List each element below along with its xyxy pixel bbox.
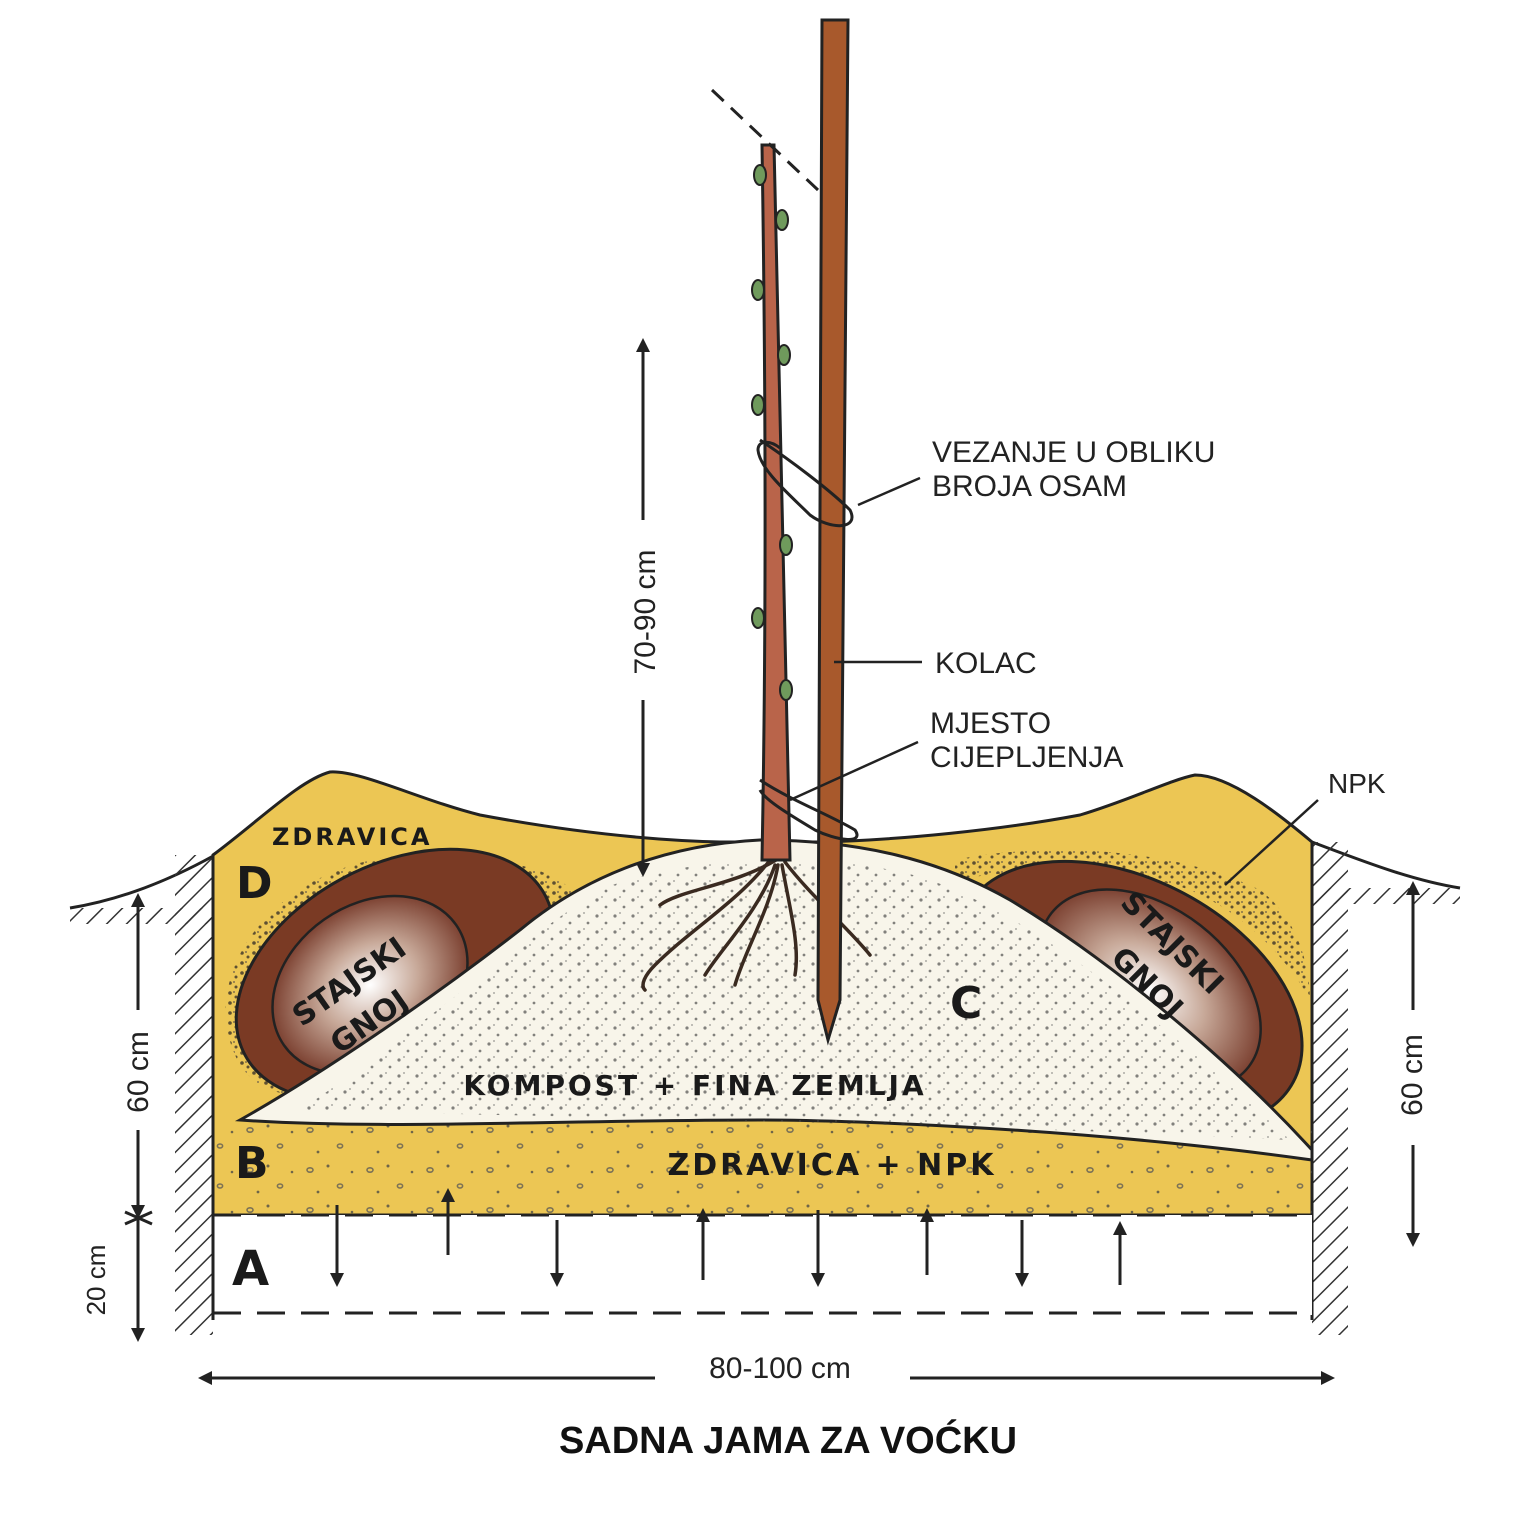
graft-label-line1: MJESTO [930, 707, 1051, 740]
leader-lines [789, 476, 1319, 886]
loosening-arrows [330, 1188, 1127, 1287]
dimension-bottom-layer [124, 1210, 153, 1342]
layer-a-zone [211, 1213, 1312, 1320]
dimension-bottom-layer-label: 20 cm [81, 1245, 111, 1316]
left-pit-wall [175, 855, 213, 1335]
tying-label-line2: BROJA OSAM [932, 470, 1127, 503]
diagram-title: SADNA JAMA ZA VOĆKU [559, 1418, 1017, 1462]
layer-a-label: A [232, 1241, 269, 1297]
compost-label: KOMPOST + FINA ZEMLJA [463, 1069, 926, 1102]
dimension-width-label: 80-100 cm [709, 1352, 851, 1385]
bottom-fill-label: ZDRAVICA + NPK [668, 1148, 997, 1183]
tying-label-line1: VEZANJE U OBLIKU [932, 436, 1215, 469]
dimension-height-label: 70-90 cm [629, 549, 662, 674]
dimension-depth-left-label: 60 cm [122, 1031, 155, 1113]
seedling-trunk [760, 143, 792, 862]
graft-label-line2: CIJEPLJENJA [930, 741, 1123, 774]
right-pit-wall [1312, 842, 1348, 1335]
dimension-depth-right-label: 60 cm [1396, 1034, 1429, 1116]
npk-label: NPK [1328, 768, 1386, 799]
topsoil-label: ZDRAVICA [272, 823, 432, 851]
figure-eight-tie [756, 438, 859, 841]
seedling-roots [641, 858, 872, 992]
layer-c-label: C [950, 978, 982, 1029]
seedling-buds [751, 164, 793, 701]
stake-label: KOLAC [935, 647, 1037, 680]
layer-b-label: B [235, 1138, 269, 1189]
layer-d-label: D [236, 858, 273, 909]
